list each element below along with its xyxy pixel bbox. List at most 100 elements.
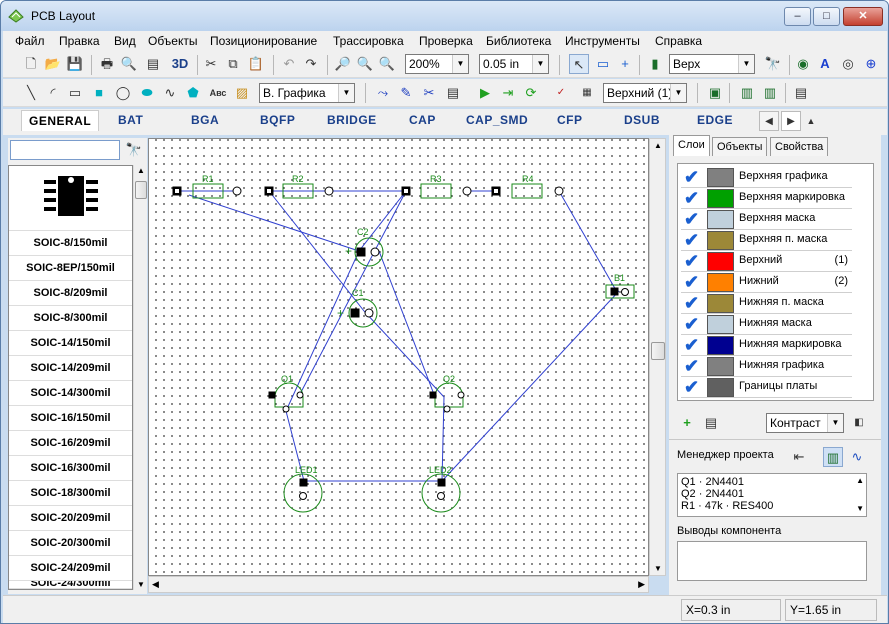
layer-row[interactable]: ✔Верхняя маска (681, 209, 852, 230)
binoculars-icon[interactable]: 🔭 (764, 56, 782, 71)
nets-view-icon[interactable]: ∿ (851, 449, 863, 464)
contrast-icon[interactable]: ◧ (854, 417, 864, 428)
tabs-scroll-left-icon[interactable]: ◀ (759, 111, 779, 131)
menu-routing[interactable]: Трассировка (333, 34, 404, 48)
layer-select[interactable]: В. Графика▼ (259, 83, 355, 103)
list-item[interactable]: SOIC-20/300mil (9, 531, 132, 556)
close-button[interactable]: ✕ (843, 7, 883, 26)
scroll-up-icon[interactable]: ▲ (856, 476, 864, 485)
library-scrollbar[interactable]: ▲ ▼ (133, 165, 147, 590)
checkmark-icon[interactable]: ✔ (684, 272, 700, 292)
checkmark-icon[interactable]: ✔ (684, 335, 700, 355)
checkmark-icon[interactable]: ✔ (684, 167, 700, 187)
checkmark-icon[interactable]: ✔ (684, 314, 700, 334)
tab-bqfp[interactable]: BQFP (260, 113, 296, 127)
layer-properties-icon[interactable]: ▤ (704, 415, 718, 430)
paste-icon[interactable]: 📋 (247, 56, 265, 71)
list-item[interactable]: SOIC-16/300mil (9, 456, 132, 481)
layer-color-swatch[interactable] (707, 294, 734, 313)
open-icon[interactable]: 📂 (44, 56, 62, 71)
grid-select[interactable]: 0.05 in▼ (479, 54, 549, 74)
scroll-left-icon[interactable]: ◀ (152, 579, 159, 589)
pointer-icon[interactable]: ↖ (569, 54, 589, 74)
tab-cfp[interactable]: CFP (557, 113, 583, 127)
arc-icon[interactable]: ◜ (50, 85, 56, 100)
route-icon[interactable]: ⤳ (377, 85, 389, 100)
tab-cap-smd[interactable]: CAP_SMD (466, 113, 529, 127)
tabs-scroll-right-icon[interactable]: ▶ (781, 111, 801, 131)
binoculars-icon[interactable]: 🔭 (125, 142, 143, 157)
menu-help[interactable]: Справка (655, 34, 703, 48)
layer-color-swatch[interactable] (707, 315, 734, 334)
origin-icon[interactable]: + (621, 56, 629, 71)
tab-properties[interactable]: Свойства (770, 137, 829, 156)
layer-row[interactable]: ✔Границы платы (681, 377, 852, 398)
drc-icon[interactable]: ✓ (556, 87, 566, 98)
list-item[interactable]: SOIC-14/300mil (9, 381, 132, 406)
menu-tools[interactable]: Инструменты (565, 34, 640, 48)
netlist-icon[interactable]: ⇤ (793, 449, 805, 464)
project-item[interactable]: Q1 · 2N4401 (681, 476, 744, 488)
checkmark-icon[interactable]: ✔ (684, 251, 700, 271)
tab-edge[interactable]: EDGE (697, 113, 734, 127)
export-icon[interactable]: ⇥ (502, 85, 514, 100)
zoom-fit-icon[interactable]: 🔍 (378, 56, 396, 71)
layer-row[interactable]: ✔Нижний(2) (681, 272, 852, 293)
list-item-preview[interactable] (9, 166, 132, 231)
run-icon[interactable]: ▶ (480, 85, 490, 100)
tab-bga[interactable]: BGA (191, 113, 220, 127)
route-cut-icon[interactable]: ✂ (423, 85, 435, 100)
line-icon[interactable]: ╲ (27, 85, 35, 100)
refresh-icon[interactable]: ⟳ (525, 85, 537, 100)
checkmark-icon[interactable]: ✔ (684, 356, 700, 376)
layer-color-swatch[interactable] (707, 273, 734, 292)
checkmark-icon[interactable]: ✔ (684, 209, 700, 229)
scroll-down-icon[interactable]: ▼ (137, 580, 145, 589)
maximize-button[interactable]: □ (813, 7, 840, 26)
via-icon[interactable]: ◎ (842, 56, 854, 71)
scroll-thumb[interactable] (651, 342, 665, 360)
scroll-thumb[interactable] (135, 181, 147, 199)
erc-icon[interactable]: ▦ (582, 87, 592, 98)
tab-general[interactable]: GENERAL (21, 110, 100, 131)
tab-bridge[interactable]: BRIDGE (327, 113, 377, 127)
save-icon[interactable]: 💾 (66, 56, 84, 71)
pad-icon[interactable]: ◉ (797, 56, 809, 71)
print-icon[interactable]: 🖶 (100, 56, 114, 71)
layer-color-swatch[interactable] (707, 357, 734, 376)
text-icon[interactable]: A (820, 56, 830, 71)
layer-color-swatch[interactable] (707, 168, 734, 187)
redo-icon[interactable]: ↷ (305, 56, 317, 71)
report-icon[interactable]: ▤ (146, 56, 160, 71)
view-3d-button[interactable]: 3D (171, 56, 189, 71)
image-icon[interactable]: ▨ (235, 85, 249, 100)
zoom-in-icon[interactable]: 🔎 (334, 56, 352, 71)
list-item[interactable]: SOIC-24/300mil (9, 581, 132, 589)
properties-icon[interactable]: ▤ (794, 85, 808, 100)
zoom-select[interactable]: 200%▼ (405, 54, 469, 74)
tab-dsub[interactable]: DSUB (624, 113, 661, 127)
menu-file[interactable]: Файл (15, 34, 45, 48)
menu-edit[interactable]: Правка (59, 34, 100, 48)
layer-color-swatch[interactable] (707, 231, 734, 250)
menu-objects[interactable]: Объекты (148, 34, 198, 48)
layer-number-select[interactable]: Верхний (1)▼ (603, 83, 687, 103)
list-item[interactable]: SOIC-8/209mil (9, 281, 132, 306)
layer-color-swatch[interactable] (707, 189, 734, 208)
target-icon[interactable]: ⊕ (865, 56, 877, 71)
list-item[interactable]: SOIC-14/150mil (9, 331, 132, 356)
scroll-down-icon[interactable]: ▼ (654, 564, 662, 573)
cut-icon[interactable]: ✂ (205, 56, 217, 71)
list-item[interactable]: SOIC-8/300mil (9, 306, 132, 331)
layer-row[interactable]: ✔Нижняя п. маска (681, 293, 852, 314)
scroll-right-icon[interactable]: ▶ (638, 579, 645, 589)
layer-row[interactable]: ✔Нижняя графика (681, 356, 852, 377)
route-edit-icon[interactable]: ✎ (400, 85, 412, 100)
pcb-canvas[interactable]: + + (148, 138, 649, 576)
checkmark-icon[interactable]: ✔ (684, 188, 700, 208)
layer-color-swatch[interactable] (707, 252, 734, 271)
component-icon[interactable]: ▣ (708, 85, 722, 100)
checkmark-icon[interactable]: ✔ (684, 377, 700, 397)
undo-icon[interactable]: ↶ (283, 56, 295, 71)
layer-row[interactable]: ✔Верхняя маркировка (681, 188, 852, 209)
